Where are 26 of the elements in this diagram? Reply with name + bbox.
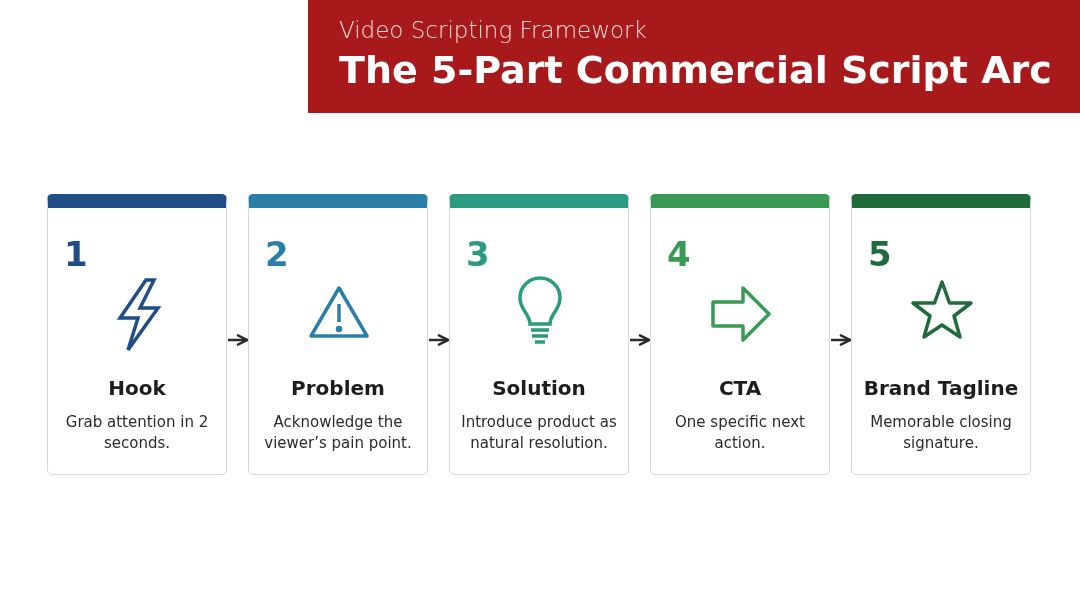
- arrow: [831, 333, 852, 347]
- arrow: [228, 333, 249, 347]
- step-card: [47, 194, 227, 475]
- step-card: [248, 194, 428, 475]
- step-description: One specific next action.: [674, 412, 806, 454]
- step-title: Problem: [290, 376, 386, 400]
- step-title: CTA: [717, 376, 763, 400]
- step-description: Acknowledge the viewer’s pain point.: [263, 412, 413, 454]
- step-title: Brand Tagline: [862, 376, 1020, 400]
- step-card: [650, 194, 830, 475]
- step-description: Introduce product as natural resolution.: [460, 412, 618, 454]
- step-title: Hook: [107, 376, 167, 400]
- step-card: [851, 194, 1031, 475]
- title: The 5-Part Commercial Script Arc: [339, 48, 1052, 92]
- step-number: 3: [466, 234, 490, 274]
- step-number: 1: [64, 234, 88, 274]
- subtitle: Video Scripting Framework: [339, 17, 647, 43]
- step-card: [449, 194, 629, 475]
- step-number: 4: [667, 234, 691, 274]
- step-title: Solution: [491, 376, 587, 400]
- arrow: [630, 333, 651, 347]
- step-description: Grab attention in 2 seconds.: [64, 412, 210, 454]
- step-number: 5: [868, 234, 892, 274]
- step-number: 2: [265, 234, 289, 274]
- arrow: [429, 333, 450, 347]
- step-description: Memorable closing signature.: [869, 412, 1013, 454]
